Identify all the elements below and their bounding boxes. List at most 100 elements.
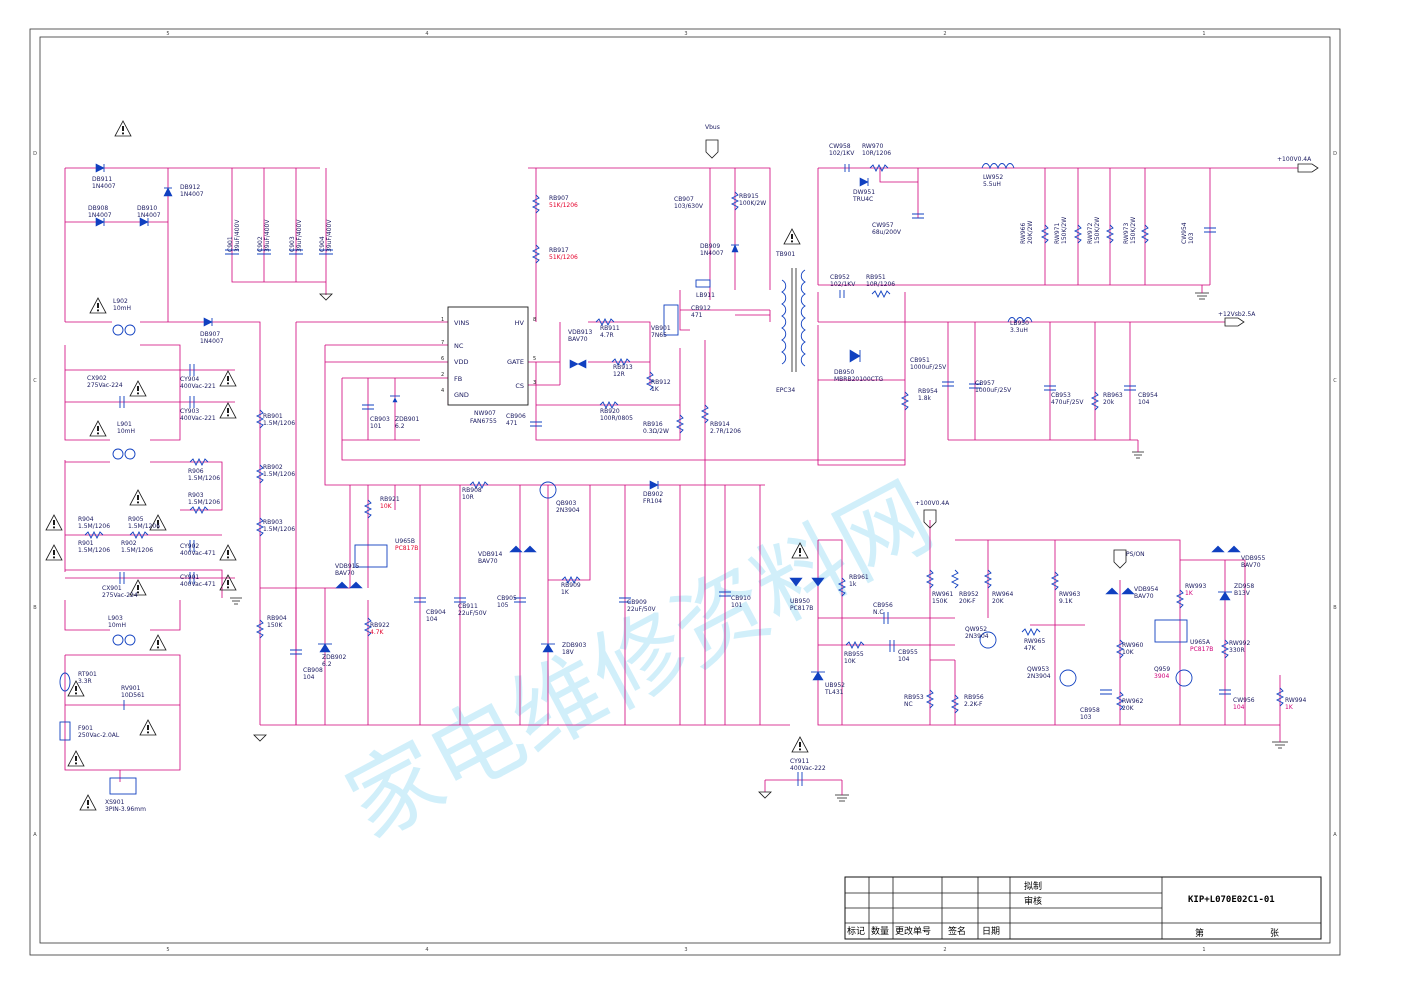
component-value: 1.5M/1206 bbox=[263, 471, 295, 478]
ic-pin-num: 3 bbox=[533, 380, 536, 386]
component-ref: CB905 bbox=[497, 595, 517, 602]
component-value: 20K bbox=[992, 598, 1005, 605]
component-value: 22uF/50V bbox=[458, 610, 488, 617]
component-value: 104 bbox=[1138, 399, 1150, 406]
component-ref: CY904 bbox=[180, 376, 199, 383]
ic-pin-name-gnd: GND bbox=[454, 391, 469, 399]
chokes bbox=[112, 324, 136, 646]
component-ref: RB908 bbox=[462, 487, 482, 494]
component-ref: RB907 bbox=[549, 195, 569, 202]
component-value: 1N4007 bbox=[137, 212, 161, 219]
component-ref: RV901 bbox=[121, 685, 141, 692]
component-ref: CB907 bbox=[674, 196, 694, 203]
component-value: 18V bbox=[562, 649, 575, 656]
component-ref: RB912 bbox=[651, 379, 671, 386]
component-value: 0.3Ω/2W bbox=[643, 428, 669, 435]
component-value: 250Vac-2.0AL bbox=[78, 732, 120, 739]
component-ref: RW992 bbox=[1229, 640, 1250, 647]
component-ref: RB915 bbox=[739, 193, 759, 200]
ic-pin-num: 7 bbox=[441, 340, 444, 346]
component-ref: CB953 bbox=[1051, 392, 1071, 399]
component-ref: CY902 bbox=[180, 543, 199, 550]
net-label-pson: PS/ON bbox=[1126, 551, 1145, 558]
output-diodes bbox=[318, 177, 1232, 681]
component-ref: R901 bbox=[78, 540, 94, 547]
component-ref: CB911 bbox=[458, 603, 478, 610]
ic-pin-name-gate: GATE bbox=[507, 358, 524, 366]
component-value: 4.7K bbox=[370, 629, 385, 636]
component-ref: RB901 bbox=[263, 413, 283, 420]
component-value: PC817B bbox=[790, 605, 813, 612]
ic-pin-num: 2 bbox=[441, 372, 444, 378]
component-value: 104 bbox=[898, 656, 910, 663]
component-value: 68u/200V bbox=[872, 229, 902, 236]
component-ref: DW951 bbox=[853, 189, 875, 196]
component-ref: RW971 bbox=[1054, 223, 1061, 244]
component-ref: DB908 bbox=[88, 205, 108, 212]
grid-column-label: 1 bbox=[1202, 31, 1205, 37]
component-value: 100K/2W bbox=[739, 200, 766, 207]
component-ref: RB914 bbox=[710, 421, 730, 428]
component-value: 400Vac-471 bbox=[180, 550, 216, 557]
component-value: 1000uF/25V bbox=[975, 387, 1012, 394]
component-ref: RB922 bbox=[370, 622, 390, 629]
component-ref: CB910 bbox=[731, 595, 751, 602]
component-value: BAV70 bbox=[335, 570, 355, 577]
component-value: TRU4C bbox=[852, 196, 873, 203]
component-value: 1K bbox=[1285, 704, 1294, 711]
component-ref: LB950 bbox=[1010, 320, 1029, 327]
component-ref: Q959 bbox=[1154, 666, 1170, 673]
net-label-vbus: Vbus bbox=[705, 124, 720, 131]
component-ref: UB950 bbox=[790, 598, 810, 605]
component-value: 20K-F bbox=[959, 598, 976, 605]
ic-pin-num: 5 bbox=[533, 356, 536, 362]
component-ref: RB955 bbox=[844, 651, 864, 658]
net-label-12v: +12Vsb2.5A bbox=[1218, 311, 1256, 318]
component-ref: VB901 bbox=[651, 325, 671, 332]
grid-column-label: 5 bbox=[166, 31, 169, 37]
component-ref: RW965 bbox=[1024, 638, 1045, 645]
ic-pin-name-hv: HV bbox=[515, 319, 525, 327]
component-value: 1.5M/1206 bbox=[78, 523, 110, 530]
tb-drawing-no: KIP+L070E02C1-01 bbox=[1188, 895, 1275, 905]
small-capacitors bbox=[119, 164, 1231, 786]
grid-row-label: B bbox=[33, 605, 37, 611]
inductors bbox=[695, 163, 1033, 324]
component-ref: DB902 bbox=[643, 491, 663, 498]
component-ref: DB909 bbox=[700, 243, 720, 250]
ic-pin-num: 8 bbox=[533, 317, 536, 323]
tb-col-change: 更改单号 bbox=[895, 925, 931, 937]
component-ref: R903 bbox=[188, 492, 204, 499]
component-value: 150K bbox=[932, 598, 948, 605]
component-ref: DB950 bbox=[834, 369, 854, 376]
component-value: 100R/0805 bbox=[600, 415, 633, 422]
component-value: 3.3R bbox=[78, 678, 92, 685]
